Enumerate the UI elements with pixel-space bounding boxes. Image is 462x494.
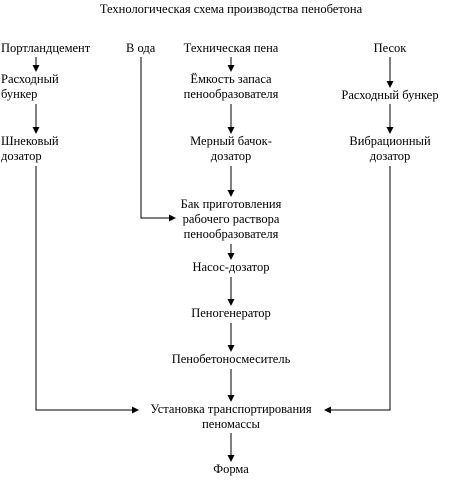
node-foam-line-1: Техническая пена [183, 41, 279, 55]
node-vibro-doser-line-2: дозатор [369, 149, 411, 163]
node-prep-tank: Бак приготовления рабочего раствора пено… [156, 197, 306, 242]
edge-screw-transport [35, 166, 139, 414]
node-foam-tank: Ёмкость запаса пенообразователя [161, 72, 301, 102]
node-form-line-1: Форма [213, 462, 249, 476]
node-sand-line-1: Песок [373, 41, 407, 55]
edge-water-preptank [140, 57, 176, 222]
node-bunker-left-line-2: бункер [1, 87, 38, 101]
node-sand: Песок [360, 41, 420, 56]
node-water-line-1: В ода [126, 41, 156, 55]
node-foam-generator: Пеногенератор [161, 306, 301, 321]
edge-vibro-transport [324, 166, 391, 414]
node-transport-line-1: Установка транспортирования [150, 402, 312, 416]
node-measuring-tank-line-2: дозатор [210, 149, 252, 163]
node-measuring-tank-line-1: Мерный бачок- [190, 134, 272, 148]
node-prep-tank-line-3: пенообразователя [183, 227, 279, 241]
node-prep-tank-line-2: рабочего раствора [182, 212, 280, 226]
node-vibro-doser: Вибрационный дозатор [330, 134, 450, 164]
node-bunker-right: Расходный бункер [330, 88, 450, 103]
node-prep-tank-line-1: Бак приготовления [180, 197, 282, 211]
node-bunker-left: Расходный бункер [1, 72, 59, 102]
node-transport-line-2: пеномассы [202, 417, 260, 431]
node-transport: Установка транспортирования пеномассы [131, 402, 331, 432]
node-cement: Портландцемент [1, 41, 90, 56]
node-screw-doser-line-1: Шнековый [1, 134, 59, 148]
node-screw-doser: Шнековый дозатор [1, 134, 59, 164]
node-measuring-tank: Мерный бачок- дозатор [161, 134, 301, 164]
node-cement-line-1: Портландцемент [1, 41, 91, 55]
node-form: Форма [181, 462, 281, 477]
node-foam-generator-line-1: Пеногенератор [191, 306, 271, 320]
node-bunker-left-line-1: Расходный [1, 72, 59, 86]
node-foam: Техническая пена [171, 41, 291, 56]
node-mixer: Пенобетоносмеситель [151, 352, 311, 367]
node-foam-tank-line-1: Ёмкость запаса [190, 72, 272, 86]
node-mixer-line-1: Пенобетоносмеситель [171, 352, 291, 366]
node-pump-doser: Насос-дозатор [161, 260, 301, 275]
node-water: В ода [126, 41, 155, 56]
node-pump-doser-line-1: Насос-дозатор [192, 260, 270, 274]
diagram-title: Технологическая схема производства пеноб… [0, 2, 462, 17]
node-screw-doser-line-2: дозатор [1, 149, 42, 163]
node-bunker-right-line-1: Расходный бункер [341, 88, 439, 102]
node-vibro-doser-line-1: Вибрационный [349, 134, 431, 148]
node-foam-tank-line-2: пенообразователя [183, 87, 279, 101]
diagram-title-text: Технологическая схема производства пеноб… [99, 2, 363, 16]
